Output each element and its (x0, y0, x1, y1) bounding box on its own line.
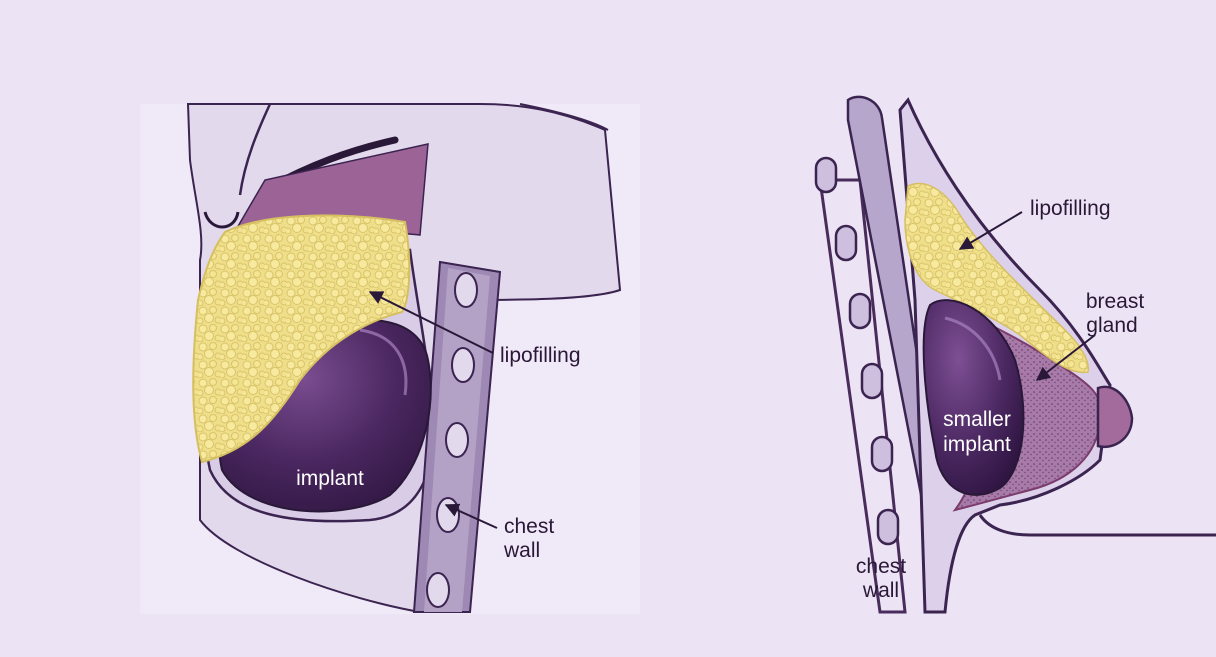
left-implant-label: implant (296, 467, 364, 490)
chest-wall-arrow (444, 503, 498, 529)
breast-gland-label-1: breast (1086, 290, 1145, 313)
armpit-line (238, 103, 272, 196)
left-chest-label-1: chest (504, 515, 554, 538)
breast-gland-arrow (1035, 334, 1096, 381)
right-chest-label-1: chest (856, 555, 906, 578)
rib (436, 497, 460, 533)
rib (814, 156, 838, 194)
smaller-implant-label-1: smaller (943, 408, 1011, 431)
left-lipofilling-label: lipofilling (500, 344, 581, 367)
rib (451, 347, 475, 383)
right-figure (814, 95, 1216, 614)
shoulder-line (519, 103, 609, 131)
right-lipofilling-label: lipofilling (1030, 197, 1111, 220)
rib (870, 435, 894, 473)
smaller-implant-label-2: implant (943, 433, 1011, 456)
right-ribs (814, 156, 907, 614)
rib (860, 362, 884, 400)
rib (834, 224, 858, 262)
left-lipofilling (192, 214, 411, 464)
right-chest-label-2: wall (862, 579, 899, 602)
right-lipofilling-arrow (958, 211, 1023, 250)
left-figure (186, 103, 622, 613)
left-chest-label-2: wall (503, 539, 540, 562)
small-curve (203, 211, 240, 229)
lipofilling-arrow (368, 291, 494, 354)
right-lipofilling (904, 182, 1089, 374)
rib (876, 508, 900, 546)
rib (454, 272, 478, 308)
right-implant (922, 299, 1025, 496)
rib (445, 422, 469, 458)
nipple (1096, 385, 1134, 449)
rib (848, 292, 872, 330)
rib (426, 572, 450, 608)
breast-gland-label-2: gland (1086, 314, 1137, 337)
